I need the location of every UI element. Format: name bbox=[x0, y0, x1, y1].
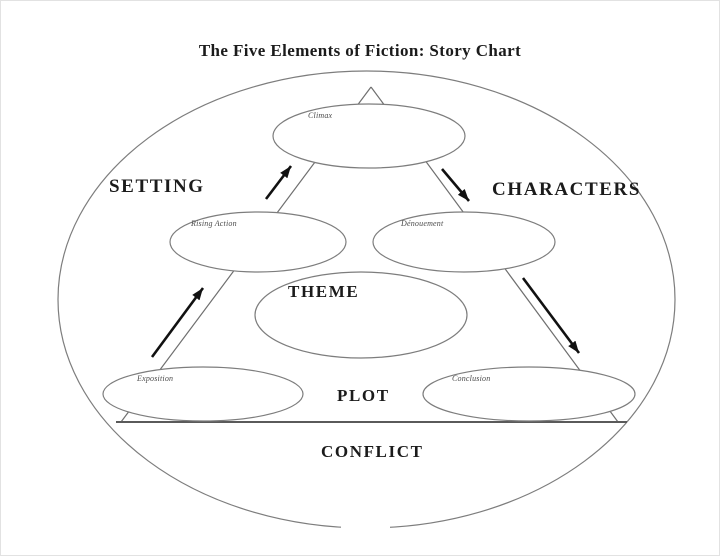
exposition-ellipse bbox=[102, 366, 304, 422]
conflict-label: CONFLICT bbox=[321, 442, 424, 461]
setting-label: SETTING bbox=[109, 176, 205, 197]
outer-ellipse-gap bbox=[341, 518, 390, 531]
arrow-denouement-to-conclusion bbox=[521, 277, 581, 354]
arrow-exposition-to-rising-action bbox=[150, 287, 205, 358]
climax-stage-label: Climax bbox=[308, 111, 333, 120]
denouement-ellipse bbox=[372, 211, 556, 273]
arrow-rising-action-to-climax bbox=[264, 165, 293, 200]
exposition-stage-label: Exposition bbox=[137, 374, 174, 383]
theme-label: THEME bbox=[288, 282, 360, 301]
rising-action-ellipse bbox=[169, 211, 347, 273]
theme-ellipse bbox=[254, 271, 468, 359]
climax-ellipse bbox=[272, 103, 466, 169]
denouement-stage-label: Dénouement bbox=[401, 219, 444, 228]
arrow-climax-to-denouement bbox=[441, 168, 470, 202]
rising-action-stage-label: Rising Action bbox=[191, 219, 237, 228]
conclusion-ellipse bbox=[422, 366, 636, 422]
characters-label: CHARACTERS bbox=[492, 179, 642, 200]
conclusion-stage-label: Conclusion bbox=[452, 374, 491, 383]
plot-label: PLOT bbox=[337, 386, 390, 405]
page-title: The Five Elements of Fiction: Story Char… bbox=[198, 41, 522, 60]
